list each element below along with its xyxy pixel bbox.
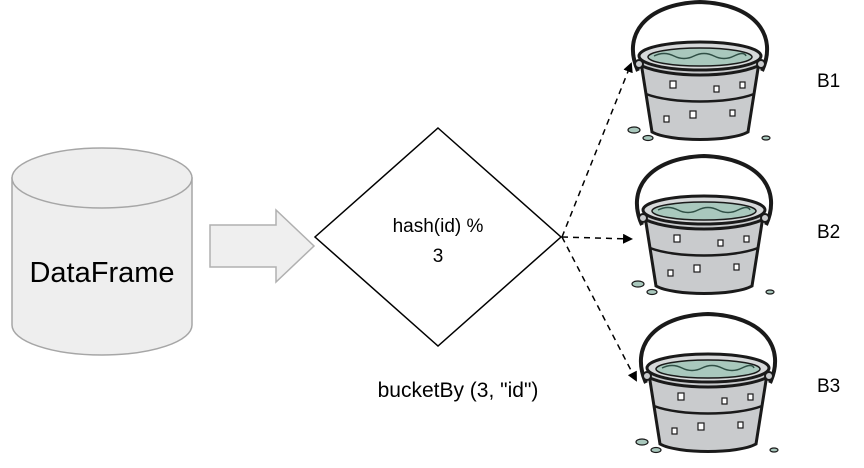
arrow-to-b2 xyxy=(561,233,633,244)
hash-expression-line2: 3 xyxy=(433,246,444,267)
bucket-1-label: B1 xyxy=(817,71,840,92)
arrow-to-b3 xyxy=(561,236,637,382)
bucket-1-icon xyxy=(626,0,772,143)
hash-expression-line1: hash(id) % xyxy=(393,216,484,237)
bucket-3-icon xyxy=(634,312,780,455)
flow-arrow xyxy=(209,208,316,284)
dataframe-label: DataFrame xyxy=(29,257,174,289)
bucket-3-label: B3 xyxy=(817,376,840,397)
hash-diamond: hash(id) % 3 xyxy=(313,126,563,348)
bucket-2-icon xyxy=(630,154,776,297)
bucketby-caption: bucketBy (3, "id") xyxy=(378,379,539,402)
bucket-2-label: B2 xyxy=(817,222,840,243)
arrow-to-b1 xyxy=(561,62,633,238)
dataframe-cylinder: DataFrame xyxy=(11,147,193,356)
